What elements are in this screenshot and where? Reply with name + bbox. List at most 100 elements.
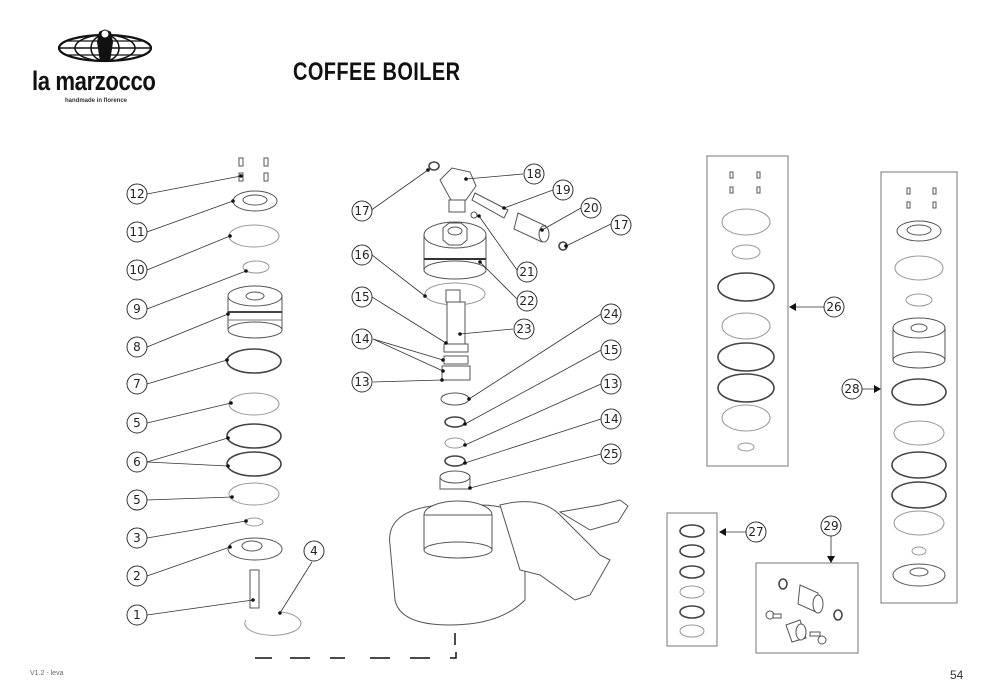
svg-text:18: 18 — [526, 167, 541, 181]
o-ring-9-part — [242, 260, 270, 274]
page-number: 54 — [950, 668, 964, 682]
callout-4: 4 — [303, 540, 325, 562]
kit-28-callout: 28 — [841, 378, 881, 400]
callout-15-right: 15 — [600, 339, 622, 361]
svg-text:9: 9 — [133, 302, 141, 316]
svg-text:12: 12 — [129, 187, 144, 201]
callout-14-right: 14 — [600, 408, 622, 430]
callout-25: 25 — [600, 443, 622, 465]
center-callouts: 18 19 20 17 17 21 22 16 15 23 14 13 24 1… — [351, 163, 632, 490]
callout-17-left: 17 — [351, 200, 373, 222]
kit-26-callout: 26 — [789, 296, 845, 318]
svg-text:7: 7 — [133, 377, 141, 391]
svg-text:10: 10 — [129, 263, 144, 277]
svg-text:25: 25 — [603, 447, 618, 461]
svg-text:15: 15 — [603, 343, 618, 357]
boiler-body-part — [255, 499, 629, 659]
page-title: COFFEE BOILER — [293, 58, 461, 86]
callout-10: 10 — [126, 259, 148, 281]
svg-text:23: 23 — [516, 322, 531, 336]
callout-21: 21 — [516, 261, 538, 283]
callout-15-left: 15 — [351, 286, 373, 308]
piston-part — [227, 285, 283, 339]
svg-text:14: 14 — [603, 412, 618, 426]
svg-text:17: 17 — [613, 218, 628, 232]
svg-text:20: 20 — [583, 201, 598, 215]
svg-text:1: 1 — [133, 608, 141, 622]
svg-text:3: 3 — [133, 531, 141, 545]
callout-16: 16 — [351, 244, 373, 266]
svg-text:15: 15 — [354, 290, 369, 304]
callout-9: 9 — [126, 298, 148, 320]
svg-text:5: 5 — [133, 493, 141, 507]
circlip-part — [428, 161, 440, 171]
svg-text:14: 14 — [354, 332, 369, 346]
svg-text:28: 28 — [844, 382, 859, 396]
o-ring-5b-part — [228, 482, 280, 506]
svg-text:21: 21 — [519, 265, 534, 279]
brand-logo: la marzocco handmade in florence — [25, 28, 160, 118]
brand-tagline: handmade in florence — [65, 98, 128, 104]
center-part-stack — [255, 161, 629, 659]
brand-name: la marzocco — [32, 66, 156, 96]
callout-24: 24 — [600, 303, 622, 325]
version-label: V1.2 - leva — [30, 670, 64, 677]
kit-27-callout: 27 — [719, 521, 767, 543]
svg-text:2: 2 — [133, 569, 141, 583]
callout-13-left: 13 — [351, 371, 373, 393]
callout-19: 19 — [552, 179, 574, 201]
globe-lion-logo-icon — [57, 29, 153, 63]
svg-text:5: 5 — [133, 416, 141, 430]
svg-text:6: 6 — [133, 455, 141, 469]
ring-6a-part — [226, 423, 282, 449]
screws-part — [238, 157, 269, 182]
ring-3-part — [244, 517, 264, 527]
callout-1: 1 — [126, 604, 148, 626]
kit-28-box — [880, 171, 958, 604]
seal-housing-part — [440, 392, 470, 406]
ring-6b-part — [226, 451, 282, 477]
callout-6: 6 — [126, 451, 148, 473]
shaft-part — [249, 569, 260, 609]
lever-eye-part — [439, 167, 477, 203]
svg-text:29: 29 — [823, 519, 838, 533]
callout-12: 12 — [126, 183, 148, 205]
bushing-part — [513, 212, 547, 243]
kit-27-box — [666, 512, 718, 647]
callout-17-right: 17 — [610, 214, 632, 236]
pin-part — [471, 192, 509, 219]
callout-5b: 5 — [126, 489, 148, 511]
svg-text:11: 11 — [129, 225, 144, 239]
svg-text:4: 4 — [310, 544, 318, 558]
boiler-cap-part — [423, 221, 487, 280]
svg-text:8: 8 — [133, 340, 141, 354]
kit-26-box — [706, 155, 789, 467]
callout-20: 20 — [580, 197, 602, 219]
svg-text:19: 19 — [555, 183, 570, 197]
svg-text:16: 16 — [354, 248, 369, 262]
svg-text:26: 26 — [826, 300, 841, 314]
spring-clip-part — [244, 611, 302, 636]
o-ring-10-part — [228, 224, 280, 248]
callout-2: 2 — [126, 565, 148, 587]
callout-22: 22 — [516, 290, 538, 312]
left-part-stack — [226, 157, 302, 636]
svg-text:24: 24 — [603, 307, 618, 321]
callout-7: 7 — [126, 373, 148, 395]
callout-14-left: 14 — [351, 328, 373, 350]
o-ring-5-part — [228, 392, 280, 416]
callout-13-right: 13 — [600, 373, 622, 395]
callout-18: 18 — [523, 163, 545, 185]
svg-text:22: 22 — [519, 294, 534, 308]
callout-5a: 5 — [126, 412, 148, 434]
callout-8: 8 — [126, 336, 148, 358]
ring-7-part — [226, 348, 282, 374]
svg-text:27: 27 — [748, 525, 763, 539]
svg-text:13: 13 — [354, 375, 369, 389]
callout-11: 11 — [126, 221, 148, 243]
kit-29-callout: 29 — [820, 515, 842, 563]
left-callouts: 12 11 10 9 8 7 5 6 5 3 2 1 4 — [126, 174, 325, 626]
kit-29-box — [755, 562, 859, 654]
svg-text:17: 17 — [354, 204, 369, 218]
